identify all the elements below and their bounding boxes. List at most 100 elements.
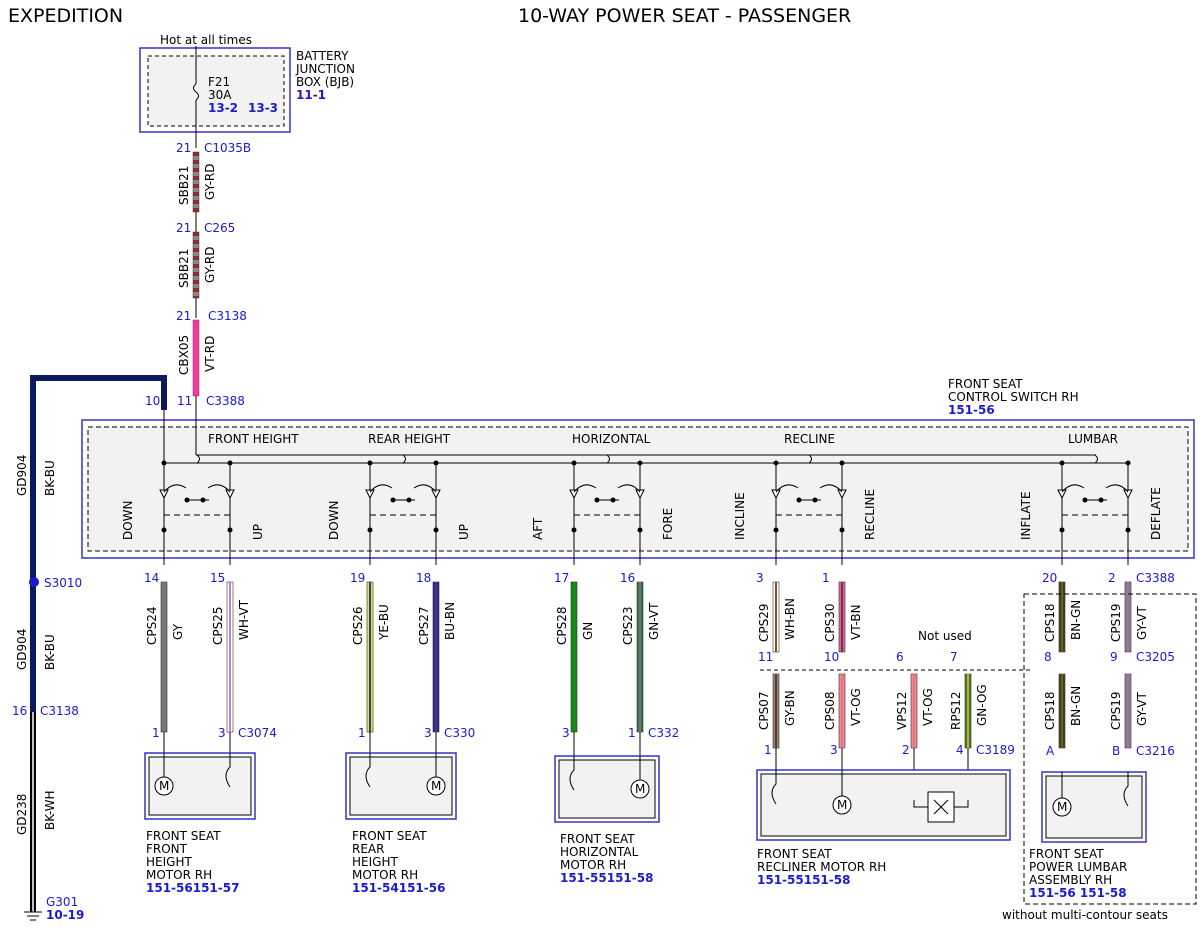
component-refs: 151-55151-58: [757, 873, 850, 887]
output-color: BU-BN: [443, 602, 457, 640]
junction-dot: [1059, 460, 1065, 466]
output-color: GY-VT: [1135, 606, 1149, 640]
control-switch: FRONT SEAT CONTROL SWITCH RH 151-56 FRON…: [81, 377, 1195, 565]
component-name: HEIGHT: [146, 855, 192, 869]
junction-dot: [161, 460, 167, 466]
gd904-color-lower: BK-BU: [43, 634, 57, 670]
position-sensor-mark: [933, 799, 949, 815]
lumbar-conn: C3205: [1136, 650, 1175, 664]
switch-pole-icon: [635, 489, 645, 500]
motor-letter: M: [1057, 800, 1067, 814]
switch-pole-icon: [159, 489, 169, 500]
output-circuit: CPS29: [757, 603, 771, 642]
switch-arm-icon: [771, 770, 777, 805]
switch-pole-icon: [1123, 489, 1133, 500]
output-color: GN: [581, 622, 595, 640]
recliner-color: GN-OG: [975, 684, 989, 726]
wire-stripe: [369, 582, 371, 732]
junction-dot: [839, 527, 845, 533]
recliner-pin: 7: [950, 650, 958, 664]
feed-conn-2: C265: [204, 221, 235, 235]
motor-letter: M: [159, 779, 169, 793]
junction-dot: [184, 497, 190, 503]
switch-arm-icon: [819, 484, 843, 493]
bjb-name-3: BOX (BJB): [296, 75, 354, 89]
switch-arm-icon: [369, 484, 393, 493]
component-refs: 151-54151-56: [352, 881, 445, 895]
wire-stripe: [1061, 582, 1063, 652]
component-inner: [760, 773, 1007, 837]
switch-pole-icon: [431, 489, 441, 500]
lumbar-motor-conn: C3216: [1136, 744, 1175, 758]
gd238-circuit: GD238: [15, 794, 29, 835]
component-refs: 151-55151-58: [560, 871, 653, 885]
gd904-circuit-lower: GD904: [15, 629, 29, 670]
output-circuit: CPS23: [621, 606, 635, 645]
gd904-color-upper: BK-BU: [43, 460, 57, 496]
battery-junction-box: Hot at all times F21 30A 13-2 13-3 BATTE…: [139, 33, 355, 148]
lumbar-color: GY-VT: [1135, 692, 1149, 726]
junction-dot: [773, 527, 779, 533]
junction-dot: [200, 497, 206, 503]
output-pin: 16: [620, 571, 635, 585]
fuse-amps: 30A: [208, 88, 232, 102]
switch-page-ref: 151-56: [948, 403, 995, 417]
bjb-ref-1: 13-2: [208, 101, 238, 115]
output-pin: 15: [210, 571, 225, 585]
junction-dot: [406, 497, 412, 503]
wire-crossover: [1094, 454, 1098, 464]
junction-dot: [227, 460, 233, 466]
wire-stripe: [1127, 582, 1129, 652]
junction-dot: [637, 527, 643, 533]
switch-pole-icon: [365, 489, 375, 500]
bjb-page-ref: 11-1: [296, 88, 326, 102]
output-circuit: CPS24: [145, 606, 159, 645]
output-color: VT-BN: [849, 604, 863, 640]
wire-stripe: [913, 674, 915, 748]
wire-gn: [570, 581, 578, 733]
recliner-color: GY-BN: [783, 690, 797, 726]
feed-color-2: GY-RD: [203, 246, 217, 283]
output-color: WH-BN: [783, 598, 797, 640]
switch-pole-icon: [837, 489, 847, 500]
component-name: ASSEMBLY RH: [1029, 873, 1112, 887]
output-circuit: CPS28: [555, 606, 569, 645]
wire-stripe: [639, 582, 641, 732]
not-used-label: Not used: [918, 629, 972, 643]
ground-name: G301: [46, 895, 78, 909]
switch-arm-icon: [207, 484, 231, 493]
recliner-harness: Not used: [760, 629, 1030, 671]
output-circuit: CPS30: [823, 603, 837, 642]
section-rear-height: REAR HEIGHT: [368, 432, 451, 446]
left-c3138-pin: 16: [12, 704, 27, 718]
recliner-motor-pin: 3: [830, 743, 838, 757]
switch-name-1: FRONT SEAT: [948, 377, 1023, 391]
direction-label: DEFLATE: [1149, 487, 1163, 540]
junction-dot: [161, 527, 167, 533]
c3388-top-pin: 11: [177, 394, 192, 408]
direction-label: AFT: [531, 517, 545, 540]
component-refs: 151-56 151-58: [1029, 886, 1127, 900]
switch-arm-icon: [775, 484, 799, 493]
ground-wires: 10 GD904 BK-BU S3010 GD904 BK-BU 16 C313…: [12, 375, 167, 922]
junction-dot: [571, 460, 577, 466]
junction-dot: [1098, 497, 1104, 503]
switch-arm-icon: [569, 756, 575, 791]
motor-letter: M: [635, 782, 645, 796]
switch-name-2: CONTROL SWITCH RH: [948, 390, 1079, 404]
component-name: FRONT SEAT: [352, 829, 427, 843]
feed-circuit-3: CBX05: [177, 335, 191, 375]
junction-dot: [433, 527, 439, 533]
output-pin: 18: [416, 571, 431, 585]
wire-crossover: [196, 454, 200, 464]
recliner-color: VT-OG: [921, 688, 935, 726]
bjb-name-2: JUNCTION: [295, 62, 355, 76]
switch-arm-icon: [1123, 772, 1129, 807]
switch-pole-icon: [1057, 489, 1067, 500]
motor-pin: 3: [424, 726, 432, 740]
wire-crossover: [606, 454, 610, 464]
switch-arm-icon: [365, 753, 371, 788]
wire-stripe: [841, 582, 843, 652]
